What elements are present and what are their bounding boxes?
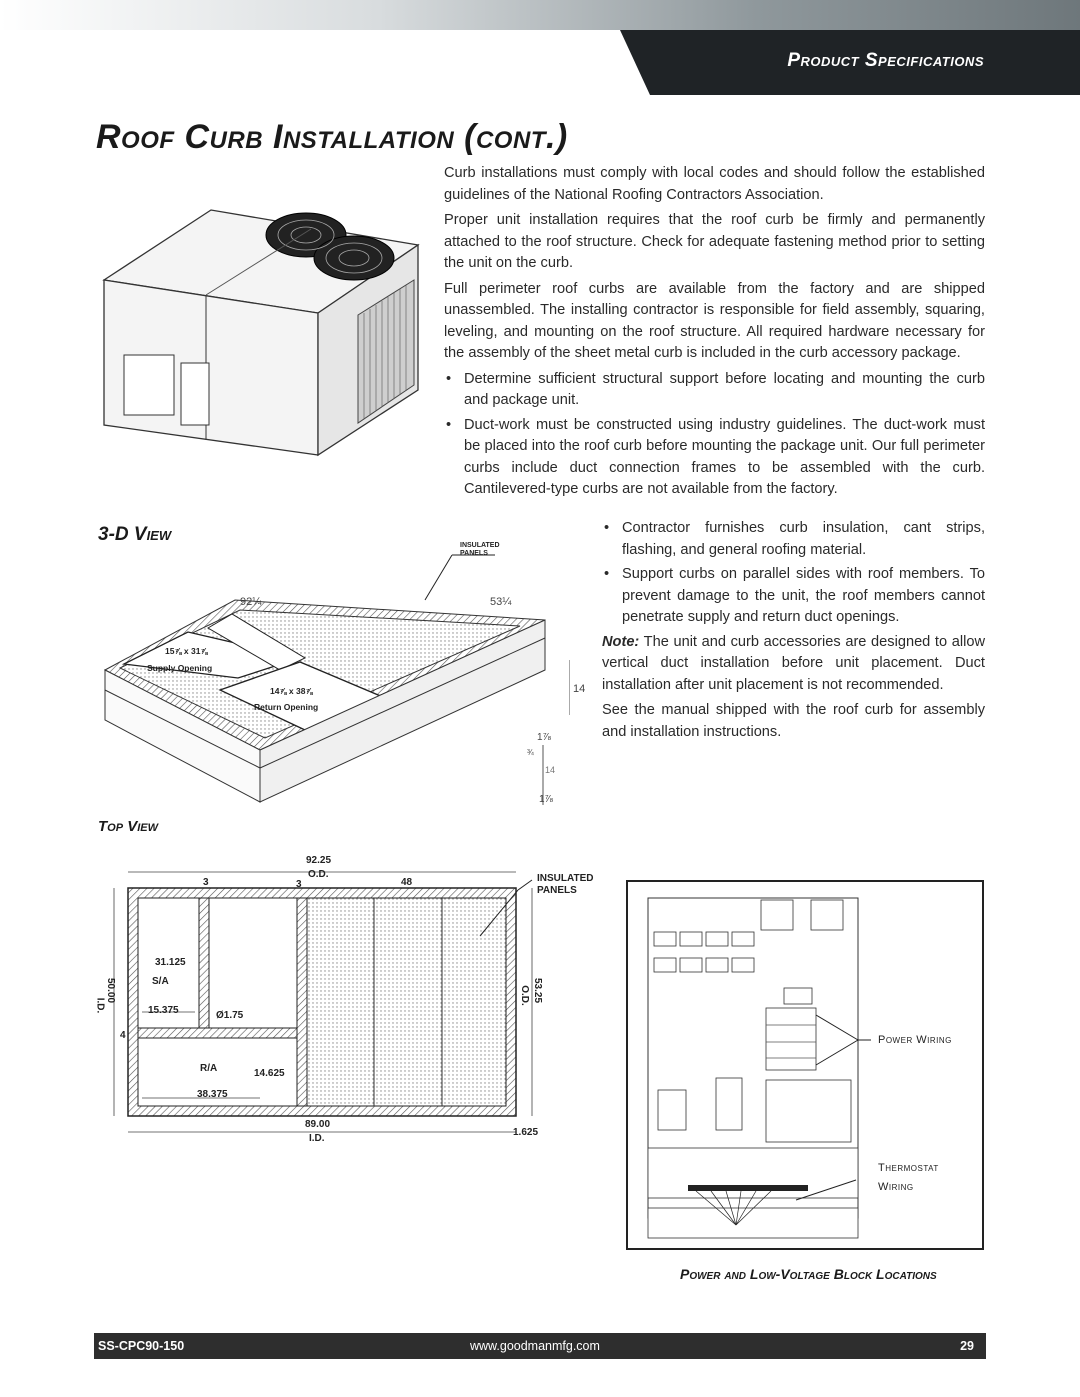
supply-label: Supply Opening [147, 663, 213, 673]
od-top-label: O.D. [308, 869, 329, 880]
footer-model: SS-CPC90-150 [98, 1339, 185, 1353]
return-size: 14⅞ x 38⅞ [270, 686, 313, 696]
dim-c: 14 [545, 765, 556, 775]
heading-3d-view: 3-D View [98, 524, 172, 545]
wiring-panel-diagram [626, 880, 984, 1250]
od53: 53.25 [532, 977, 544, 1004]
bullet-item: Contractor furnishes curb insulation, ca… [602, 518, 985, 561]
id89-label: I.D. [309, 1133, 325, 1144]
panels-label: PANELS [537, 885, 577, 896]
dim-92: 92¼ [240, 596, 262, 608]
dim-3b: 3 [296, 879, 302, 890]
page-title: Roof Curb Installation (cont.) [96, 118, 568, 156]
dim-height: 14 [573, 683, 586, 695]
dim-1625: 1.625 [513, 1127, 539, 1138]
dim-b: ¾ [527, 748, 534, 757]
supply-size: 15⅞ x 31⅞ [165, 646, 208, 656]
intro-text: Curb installations must comply with loca… [444, 163, 985, 504]
note-label: Note: [602, 633, 640, 650]
right-text: Contractor furnishes curb insulation, ca… [602, 518, 985, 747]
bullet-item: Duct-work must be constructed using indu… [444, 415, 985, 501]
final-paragraph: See the manual shipped with the roof cur… [602, 702, 985, 740]
return-label: Return Opening [254, 702, 319, 712]
curb-3d-diagram [103, 554, 570, 805]
section-title: Product Specifications [787, 50, 984, 71]
bullet-item: Support curbs on parallel sides with roo… [602, 564, 985, 629]
note-text: The unit and curb accessories are design… [602, 633, 985, 693]
ra-label: R/A [200, 1063, 218, 1074]
power-wiring-label: Power Wiring [878, 1034, 952, 1046]
dim-15: 15.375 [148, 1005, 179, 1016]
curb-top-view-diagram [113, 871, 533, 1133]
dim-4: 4 [120, 1030, 126, 1041]
paragraph-3: Full perimeter roof curbs are available … [444, 280, 985, 362]
dim-3a: 3 [203, 877, 209, 888]
dim-31: 31.125 [155, 957, 186, 968]
diameter: Ø1.75 [216, 1010, 244, 1021]
thermostat-label: Thermostat [878, 1162, 939, 1174]
bullet-list-top: Determine sufficient structural support … [444, 369, 985, 501]
heading-block-locations: Power and Low-Voltage Block Locations [680, 1266, 937, 1282]
paragraph-2: Proper unit installation requires that t… [444, 212, 985, 271]
id50: 50.00 [105, 977, 117, 1004]
footer-page-number: 29 [960, 1339, 974, 1353]
dim-53: 53¼ [490, 596, 512, 608]
footer-url[interactable]: www.goodmanmfg.com [470, 1339, 600, 1353]
sa-label: S/A [152, 976, 169, 987]
id89: 89.00 [305, 1119, 331, 1130]
header-banner [0, 0, 1080, 95]
dim-48: 48 [401, 877, 413, 888]
id-label-vertical: I.D. [94, 997, 106, 1014]
heading-top-view: Top View [98, 818, 159, 835]
dim-38: 38.375 [197, 1089, 228, 1100]
note-paragraph: Note: The unit and curb accessories are … [602, 632, 985, 697]
bullet-list-right: Contractor furnishes curb insulation, ca… [602, 518, 985, 629]
thermostat-wiring-label: Wiring [878, 1181, 914, 1193]
od-label-vertical: O.D. [518, 985, 530, 1006]
dim-a: 1⅞ [537, 732, 551, 743]
dim-d: 1⅞ [539, 794, 553, 805]
footer-bar: SS-CPC90-150 www.goodmanmfg.com 29 [94, 1333, 986, 1359]
package-unit-illustration [102, 209, 420, 457]
paragraph-1: Curb installations must comply with loca… [444, 165, 985, 203]
insulated-label: INSULATED [537, 873, 594, 884]
insulated-panels-text: INSULATED PANELS [460, 542, 500, 557]
od-top: 92.25 [306, 855, 332, 866]
bullet-item: Determine sufficient structural support … [444, 369, 985, 412]
insulated-panels-label: INSULATED PANELS [460, 542, 520, 558]
dim-14: 14.625 [254, 1068, 285, 1079]
